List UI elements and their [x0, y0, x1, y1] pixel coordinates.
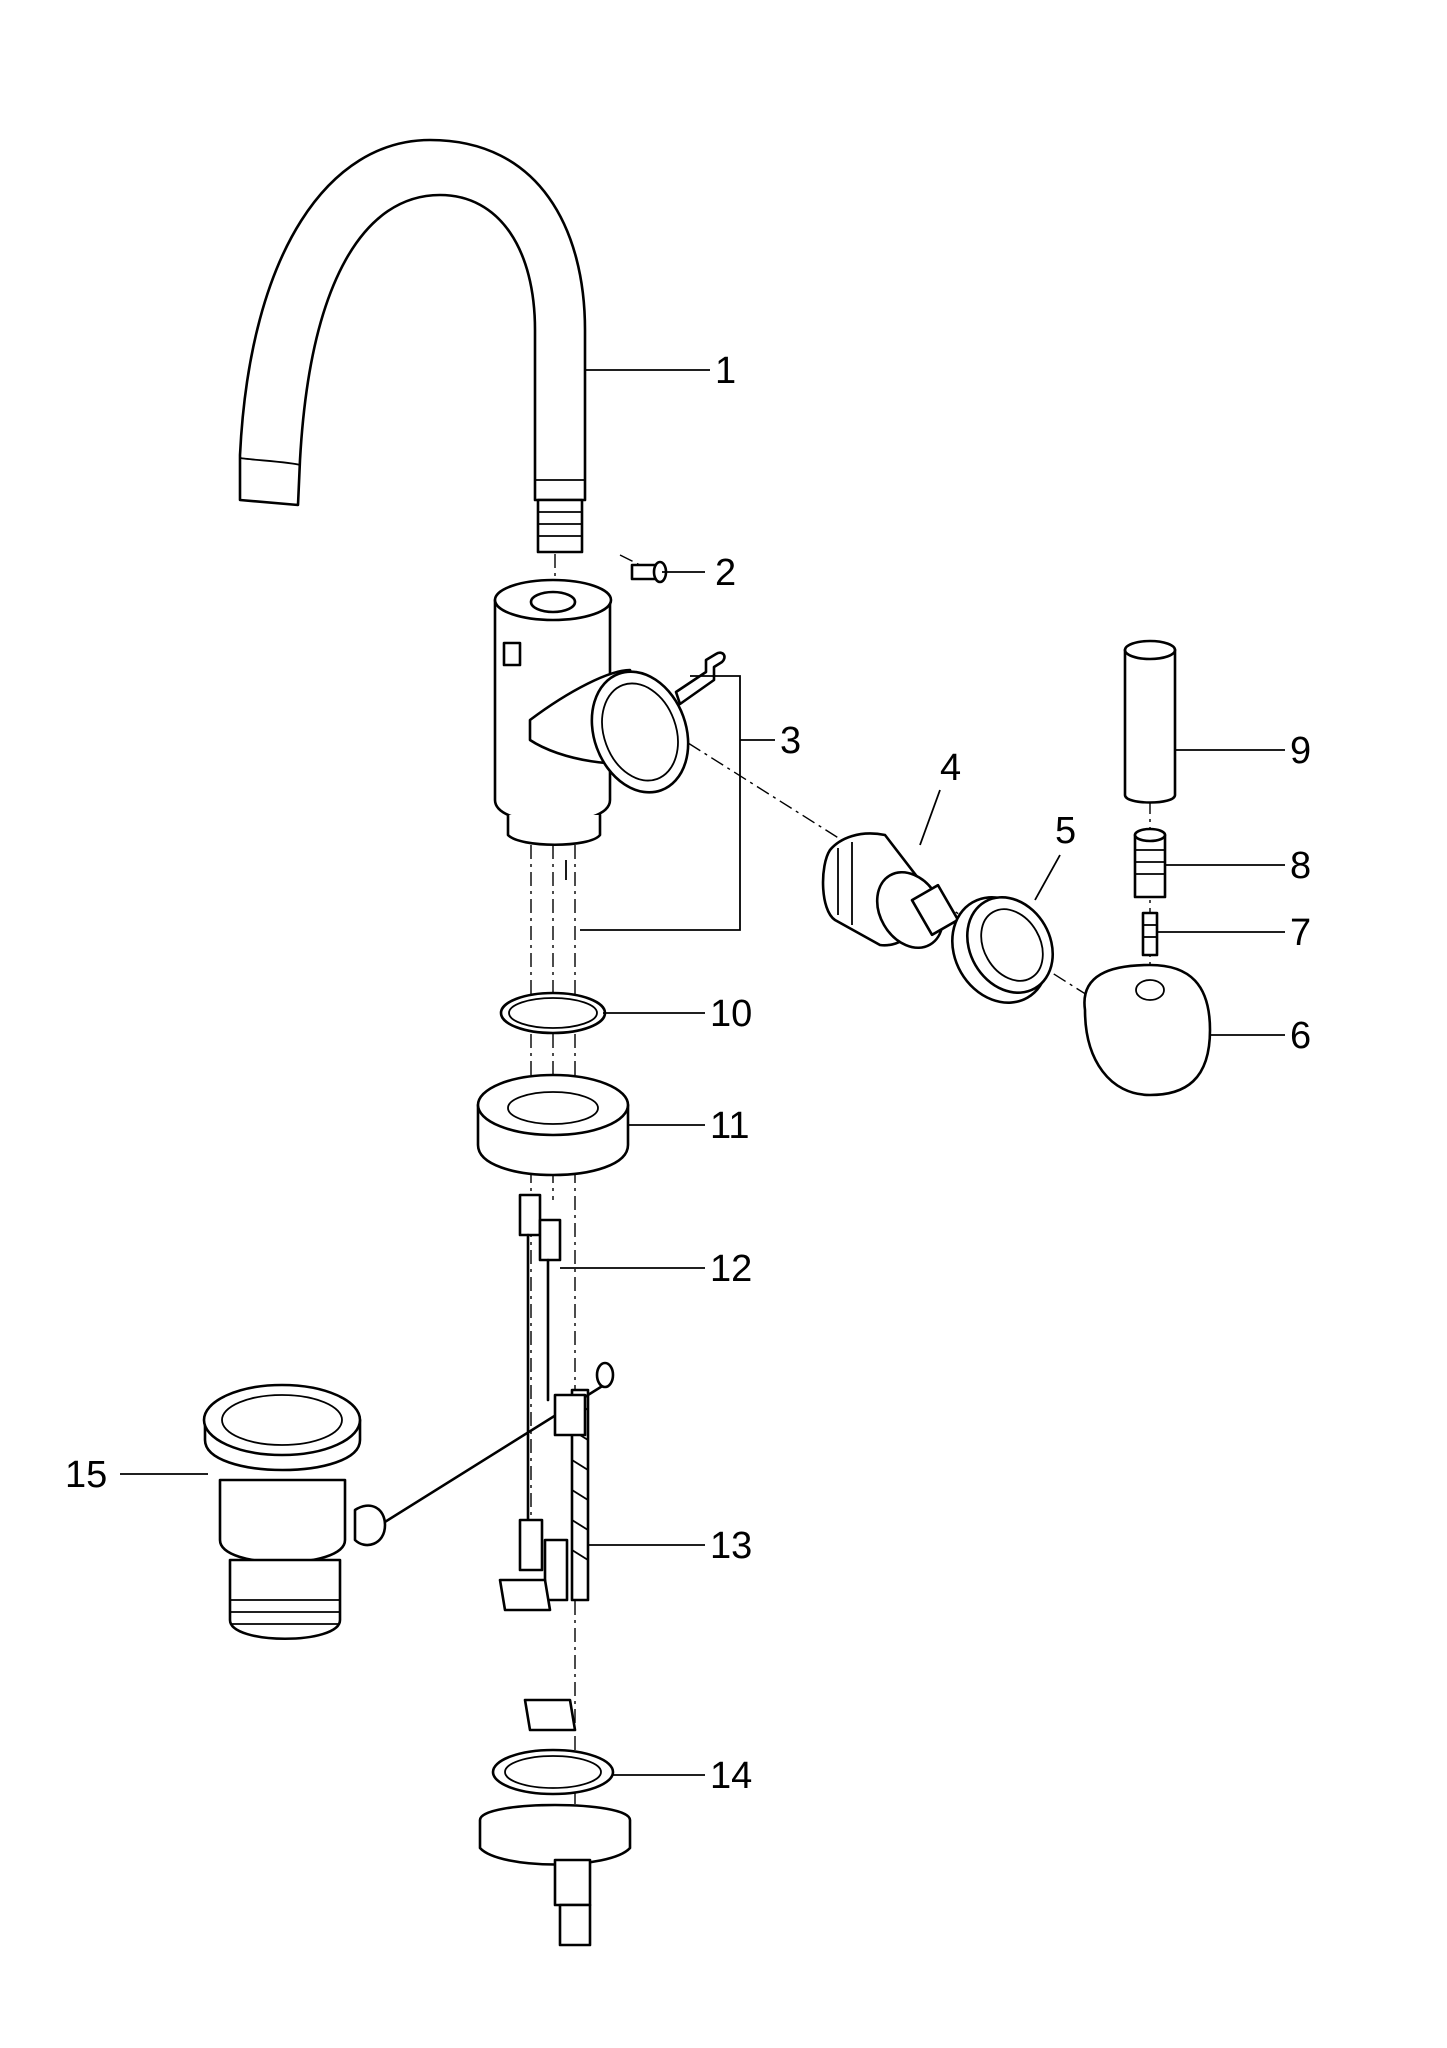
part-12-supply-hoses [498, 1193, 577, 1732]
part-labels: 1 2 3 4 5 6 7 8 9 10 11 12 13 14 15 [65, 350, 1311, 1797]
part-6-handle [1083, 963, 1212, 1097]
part-7-set-screw [1141, 911, 1159, 957]
pop-up-lift-rod [378, 1361, 615, 1527]
part-1-spout [238, 138, 587, 554]
part-8-threaded-adapter [1133, 827, 1167, 899]
label-9: 9 [1290, 730, 1311, 772]
label-3: 3 [780, 720, 801, 762]
part-2-screw [630, 560, 668, 584]
leader-lines [120, 369, 1285, 1776]
label-12: 12 [710, 1248, 752, 1290]
label-13: 13 [710, 1525, 752, 1567]
part-13-threaded-rod [570, 1388, 590, 1602]
label-10: 10 [710, 993, 752, 1035]
part-5-ring-nut [951, 896, 1055, 1004]
part-14-mounting-kit [478, 1748, 632, 1947]
label-1: 1 [715, 350, 736, 392]
label-11: 11 [710, 1105, 749, 1147]
part-15-pop-up-waste [202, 1383, 387, 1640]
part-4-cartridge [821, 832, 960, 950]
part-10-o-ring [499, 991, 607, 1035]
part-11-base-flange [476, 1073, 630, 1177]
label-8: 8 [1290, 845, 1311, 887]
label-14: 14 [710, 1755, 752, 1797]
label-4: 4 [940, 747, 961, 789]
label-6: 6 [1290, 1015, 1311, 1057]
part-9-lever-pin [1123, 639, 1177, 804]
label-7: 7 [1290, 912, 1311, 954]
label-15: 15 [65, 1454, 107, 1496]
label-2: 2 [715, 552, 736, 594]
label-5: 5 [1055, 810, 1076, 852]
part-3-faucet-body [493, 578, 726, 880]
